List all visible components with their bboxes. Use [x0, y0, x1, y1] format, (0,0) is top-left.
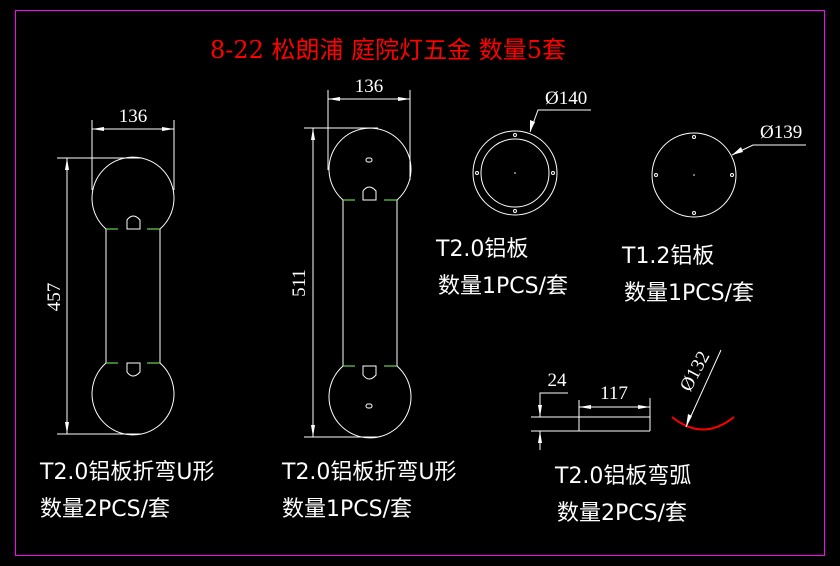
- part-1-height-dim: 457: [44, 283, 65, 312]
- part-2-u-bracket: 136 511 T2.0铝板折弯U形 数量1PCS/套: [281, 76, 457, 522]
- drawing-title: 8-22 松朗浦 庭院灯五金 数量5套: [210, 36, 566, 64]
- part-5-thickness-dim: 24: [548, 370, 568, 391]
- part-1-qty: 数量2PCS/套: [40, 497, 170, 522]
- part-3-diameter-dim: Ø140: [545, 88, 587, 109]
- part-5-diameter-dim: Ø132: [676, 348, 714, 395]
- part-4-spec: T1.2铝板: [621, 244, 714, 269]
- part-5-arc-strip: 24 117 Ø132 T2.0铝板弯弧 数量2PCS/套: [531, 348, 735, 526]
- part-4-qty: 数量1PCS/套: [624, 281, 754, 306]
- part-5-qty: 数量2PCS/套: [557, 501, 687, 526]
- part-2-height-dim: 511: [289, 269, 310, 297]
- part-3-spec: T2.0铝板: [435, 237, 528, 262]
- part-2-spec: T2.0铝板折弯U形: [281, 460, 457, 485]
- part-5-length-dim: 117: [600, 383, 628, 404]
- part-3-ring-plate: Ø140 T2.0铝板 数量1PCS/套: [435, 88, 591, 299]
- part-4-diameter-dim: Ø139: [760, 122, 802, 143]
- part-4-disc-plate: Ø139 T1.2铝板 数量1PCS/套: [621, 122, 806, 306]
- part-1-width-dim: 136: [119, 106, 148, 127]
- part-1-u-bracket: 136 457 T2.0铝板折弯U形 数量2PCS/套: [39, 106, 215, 522]
- part-2-width-dim: 136: [355, 76, 384, 97]
- part-1-spec: T2.0铝板折弯U形: [39, 460, 215, 485]
- part-3-qty: 数量1PCS/套: [438, 274, 568, 299]
- drawing-frame: [15, 10, 825, 556]
- part-5-spec: T2.0铝板弯弧: [554, 464, 691, 489]
- part-2-qty: 数量1PCS/套: [282, 497, 412, 522]
